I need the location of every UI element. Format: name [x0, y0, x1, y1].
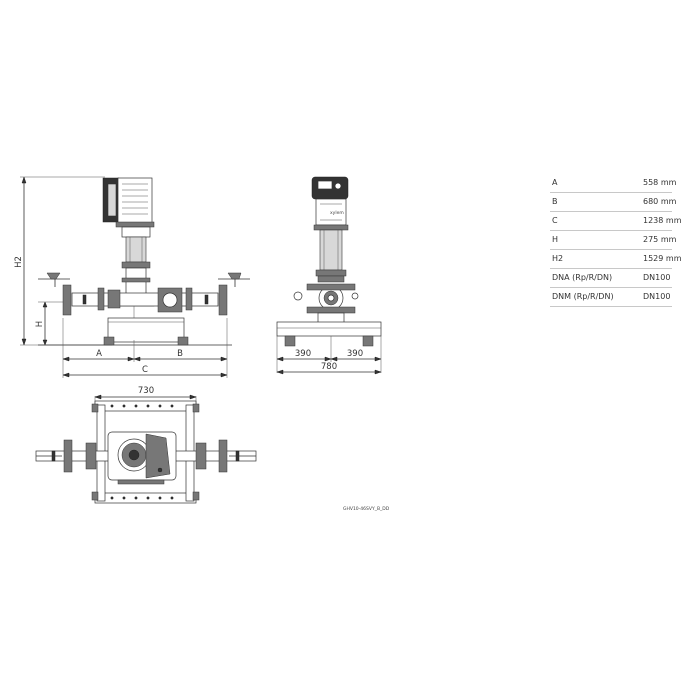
left-flange: [62, 284, 72, 316]
drawing-code: GHV10-46SVY_B_DD: [343, 506, 390, 512]
dim-side-right-label: 390: [347, 349, 363, 359]
spec-value: 680 mm: [643, 197, 677, 206]
spec-key: DNM (Rp/R/DN): [552, 292, 614, 301]
side-motor-housing: [315, 198, 347, 226]
top-view: 730: [35, 386, 390, 512]
spec-row: H2 1529 mm: [550, 250, 682, 269]
spec-row: B 680 mm: [550, 193, 676, 212]
spec-row: DNA (Rp/R/DN) DN100: [550, 269, 672, 288]
spec-value: 1238 mm: [643, 216, 682, 225]
spec-value: 275 mm: [643, 235, 677, 244]
spec-value: 1529 mm: [643, 254, 682, 263]
top-frame-rail-lower: [94, 492, 197, 504]
spec-row: H 275 mm: [550, 231, 676, 250]
pump-lantern: [125, 236, 147, 263]
side-view: xylem 390 390 780: [276, 176, 382, 375]
dim-side-total-label: 780: [321, 362, 337, 372]
spec-value: 558 mm: [643, 178, 677, 187]
dim-b-label: B: [177, 349, 183, 359]
pressure-gauge-left: [293, 291, 303, 301]
right-flange: [218, 284, 228, 316]
spec-key: A: [552, 178, 558, 187]
spec-row: DNM (Rp/R/DN) DN100: [550, 288, 672, 307]
base-frame: [107, 317, 185, 343]
svg-text:xylem: xylem: [330, 210, 344, 216]
spec-key: H2: [552, 254, 564, 263]
front-view: H2 H: [14, 176, 250, 378]
dim-c-label: C: [142, 365, 148, 375]
motor-housing: [117, 177, 153, 225]
spec-value: DN100: [643, 292, 671, 301]
spec-key: B: [552, 197, 558, 206]
dim-a-label: A: [96, 349, 102, 359]
top-frame-rail-upper: [94, 400, 197, 412]
manifold-pipe: [71, 292, 219, 307]
dim-h-label: H: [35, 321, 45, 327]
spec-row: C 1238 mm: [550, 212, 682, 231]
spec-row: A 558 mm: [550, 174, 676, 193]
spec-key: DNA (Rp/R/DN): [552, 273, 613, 282]
dim-h2-label: H2: [14, 256, 24, 268]
dim-top-width-label: 730: [138, 386, 154, 396]
side-base-frame: [276, 321, 382, 337]
spec-table: A 558 mm B 680 mm C 1238 mm H 275 mm H2 …: [550, 174, 682, 307]
spec-value: DN100: [643, 273, 671, 282]
spec-key: C: [552, 216, 558, 225]
spec-key: H: [552, 235, 559, 244]
dim-side-left-label: 390: [295, 349, 311, 359]
